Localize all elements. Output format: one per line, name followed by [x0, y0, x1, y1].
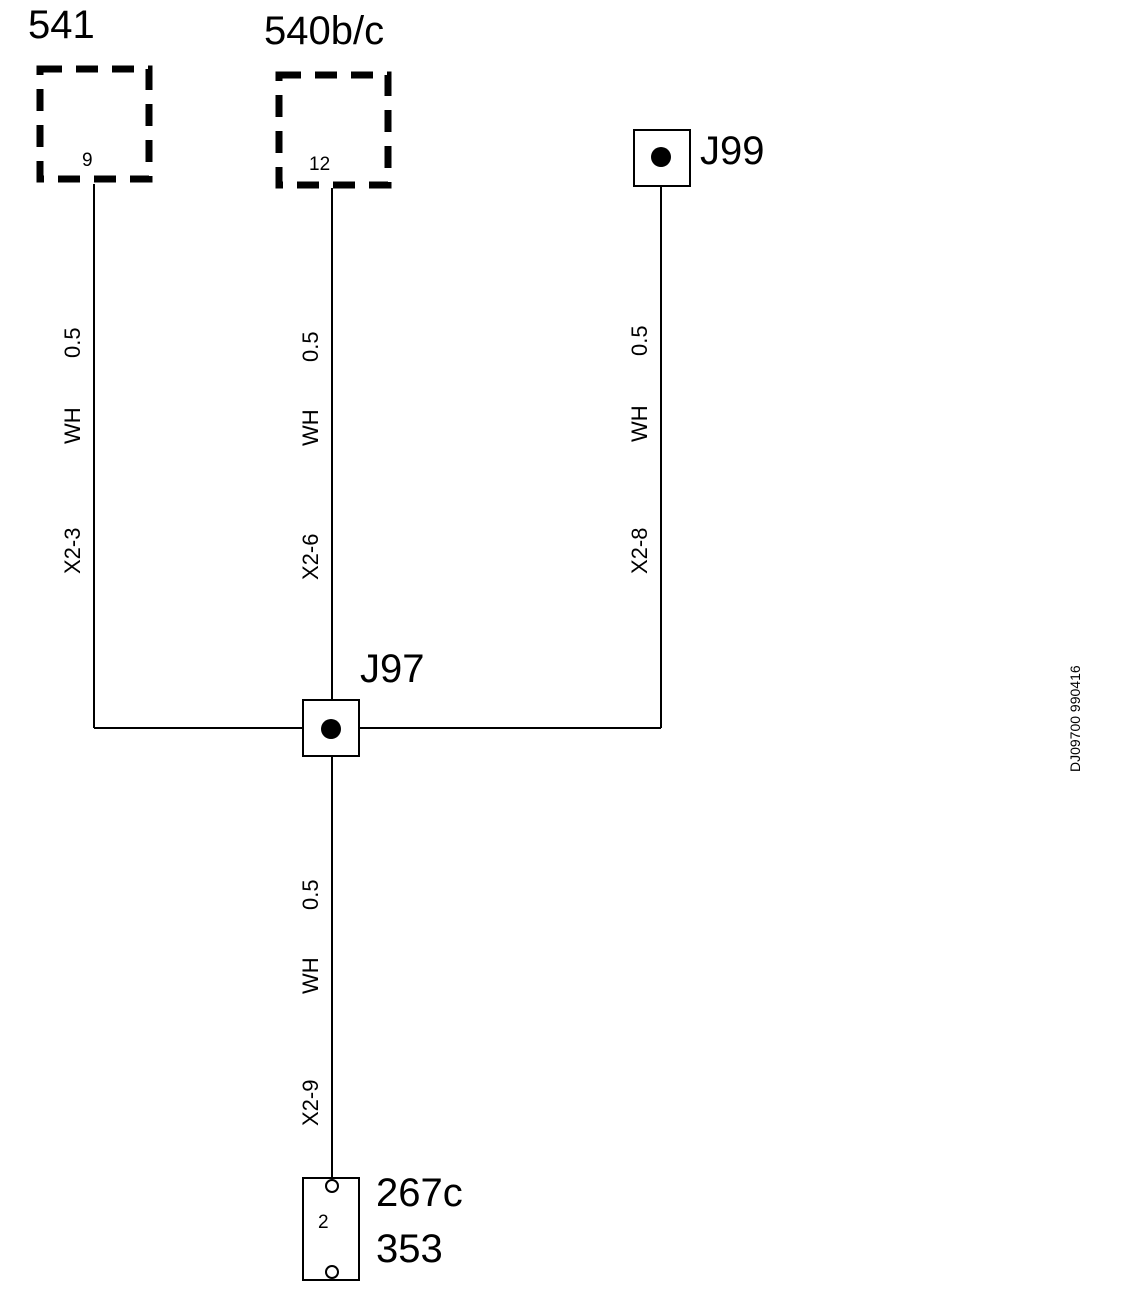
wire-267c-color: WH: [298, 957, 323, 994]
wire-540-color: WH: [298, 409, 323, 446]
wire-j99-size: 0.5: [627, 325, 652, 356]
component-541-label: 541: [28, 3, 95, 47]
wire-541-terminal: X2-3: [60, 528, 85, 574]
component-540bc-box: [275, 71, 392, 189]
wire-540-size: 0.5: [298, 331, 323, 362]
component-541[interactable]: 541 9: [28, 3, 153, 183]
connector-267c-label: 267c: [376, 1171, 463, 1215]
component-540bc[interactable]: 540b/c 12: [264, 9, 392, 189]
wire-267c-size: 0.5: [298, 879, 323, 910]
component-541-box: [36, 65, 153, 183]
wire-541-size: 0.5: [60, 327, 85, 358]
wire-j99-color: WH: [627, 405, 652, 442]
wire-541-labels: 0.5 WH X2-3: [60, 327, 85, 574]
wire-j99-labels: 0.5 WH X2-8: [627, 325, 652, 574]
connector-267c-box: [302, 1177, 360, 1281]
connector-267c-terminal-bottom: [325, 1265, 339, 1279]
connector-267c-pin: 2: [318, 1212, 329, 1233]
wire-540-terminal: X2-6: [298, 534, 323, 580]
component-540bc-pin: 12: [309, 154, 330, 175]
connector-j99[interactable]: J99: [633, 129, 765, 187]
reference-code: DJ09700 990416: [1067, 665, 1083, 772]
splice-j97-dot: [321, 719, 341, 739]
connector-j99-dot: [651, 147, 671, 167]
connector-353-label: 353: [376, 1227, 443, 1271]
wire-541-color: WH: [60, 407, 85, 444]
wire-267c-terminal: X2-9: [298, 1080, 323, 1126]
connector-267c-terminal-top: [325, 1179, 339, 1193]
splice-j97[interactable]: J97: [302, 647, 425, 757]
wire-540-labels: 0.5 WH X2-6: [298, 331, 323, 580]
connector-267c[interactable]: 2 267c 353: [302, 1171, 463, 1281]
splice-j97-label: J97: [360, 647, 425, 691]
wire-267c-labels: 0.5 WH X2-9: [298, 879, 323, 1126]
splice-j97-box: [302, 699, 360, 757]
connector-j99-label: J99: [700, 129, 765, 173]
component-540bc-label: 540b/c: [264, 9, 384, 53]
wire-j99-terminal: X2-8: [627, 528, 652, 574]
component-541-pin: 9: [82, 150, 93, 171]
